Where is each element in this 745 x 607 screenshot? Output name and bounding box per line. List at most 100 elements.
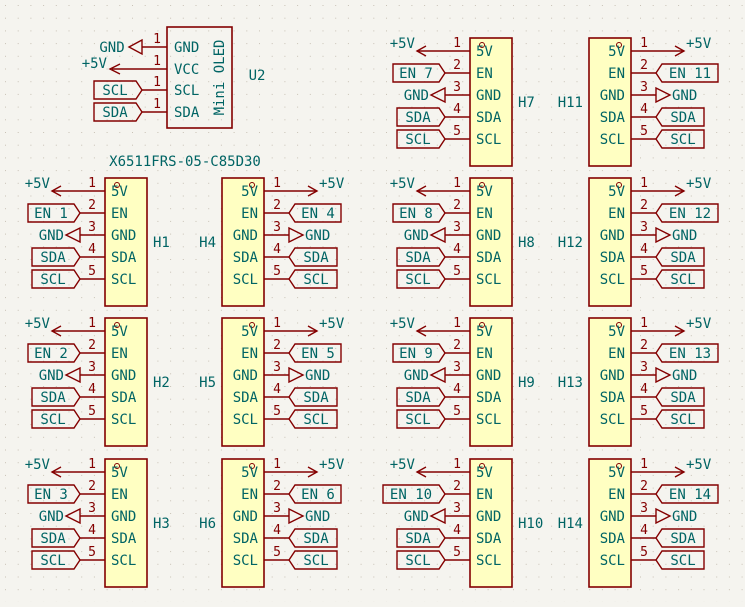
header-pin-name: SDA xyxy=(476,531,502,547)
header-pin-number: 1 xyxy=(88,176,96,191)
enable-label: EN 10 xyxy=(390,487,432,503)
power-label: +5V xyxy=(390,316,416,332)
header-pin-number: 5 xyxy=(273,264,281,279)
header-pin-name: 5V xyxy=(111,184,128,200)
header-ref: H8 xyxy=(518,235,535,251)
oled-net-label: SCL xyxy=(102,83,127,99)
ground-label: GND xyxy=(305,368,330,384)
header-pin-number: 5 xyxy=(88,264,96,279)
header-ref: H10 xyxy=(518,516,543,532)
header-pin-number: 1 xyxy=(453,176,461,191)
header-pin-name: EN xyxy=(476,487,493,503)
scl-label: SCL xyxy=(405,412,430,428)
power-label: +5V xyxy=(686,176,712,192)
sda-label: SDA xyxy=(303,250,329,266)
header-pin-name: 5V xyxy=(111,465,128,481)
header-pin-name: 5V xyxy=(476,324,493,340)
scl-label: SCL xyxy=(303,272,328,288)
scl-label: SCL xyxy=(405,132,430,148)
header-pin-number: 2 xyxy=(453,338,461,353)
header-pin-name: EN xyxy=(111,206,128,222)
header-pin-name: GND xyxy=(600,368,625,384)
header-pin-number: 4 xyxy=(640,523,648,538)
sda-label: SDA xyxy=(40,250,66,266)
sda-label: SDA xyxy=(670,250,696,266)
header-pin-name: SDA xyxy=(476,110,502,126)
power-label: +5V xyxy=(686,457,712,473)
header-pin-number: 2 xyxy=(88,338,96,353)
header-pin-name: GND xyxy=(600,509,625,525)
enable-label: EN 7 xyxy=(399,66,433,82)
header-pin-number: 3 xyxy=(453,360,461,375)
header-pin-name: EN xyxy=(241,487,258,503)
header-pin-number: 1 xyxy=(640,316,648,331)
header-pin-name: SCL xyxy=(600,412,625,428)
header-pin-name: GND xyxy=(233,509,258,525)
oled-pin-number: 1 xyxy=(153,54,161,69)
oled-pin-name: GND xyxy=(174,40,199,56)
scl-label: SCL xyxy=(405,553,430,569)
header-pin-name: 5V xyxy=(608,465,625,481)
ground-symbol xyxy=(431,228,445,242)
header-pin-number: 4 xyxy=(273,523,281,538)
header-pin-name: SDA xyxy=(600,250,626,266)
header-ref: H1 xyxy=(153,235,170,251)
header-pin-number: 5 xyxy=(453,545,461,560)
header-value-label: X6511FRS-05-C85D30 xyxy=(109,154,261,170)
power-label: +5V xyxy=(319,176,345,192)
ground-label: GND xyxy=(672,228,697,244)
header-pin-number: 1 xyxy=(453,457,461,472)
header-pin-number: 4 xyxy=(273,242,281,257)
header-pin-name: SDA xyxy=(600,531,626,547)
header-pin-name: SCL xyxy=(600,132,625,148)
header-pin-name: 5V xyxy=(476,184,493,200)
ground-label: GND xyxy=(39,228,64,244)
enable-label: EN 3 xyxy=(34,487,68,503)
header-pin-name: EN xyxy=(476,66,493,82)
header-pin-name: GND xyxy=(600,228,625,244)
power-label: +5V xyxy=(319,316,345,332)
sda-label: SDA xyxy=(670,110,696,126)
header-pin-number: 3 xyxy=(88,220,96,235)
header-pin-number: 5 xyxy=(88,545,96,560)
header-pin-name: SCL xyxy=(476,412,501,428)
sda-label: SDA xyxy=(405,390,431,406)
header-pin-name: GND xyxy=(233,368,258,384)
oled-pin-name: SDA xyxy=(174,105,200,121)
header-pin-number: 2 xyxy=(273,338,281,353)
header-pin-name: SDA xyxy=(476,390,502,406)
header-pin-number: 1 xyxy=(453,316,461,331)
ground-label: GND xyxy=(404,88,429,104)
oled-title: Mini OLED xyxy=(212,40,228,116)
sda-label: SDA xyxy=(40,390,66,406)
header-pin-name: 5V xyxy=(476,465,493,481)
header-pin-number: 2 xyxy=(640,58,648,73)
ground-label: GND xyxy=(39,368,64,384)
enable-label: EN 6 xyxy=(301,487,335,503)
ground-symbol xyxy=(289,228,303,242)
power-label: +5V xyxy=(25,457,51,473)
header-pin-name: 5V xyxy=(241,324,258,340)
header-pin-name: 5V xyxy=(608,184,625,200)
header-pin-name: SCL xyxy=(600,272,625,288)
header-pin-number: 1 xyxy=(640,176,648,191)
header-pin-name: EN xyxy=(476,206,493,222)
header-pin-name: SCL xyxy=(233,272,258,288)
header-ref: H7 xyxy=(518,95,535,111)
sda-label: SDA xyxy=(303,531,329,547)
scl-label: SCL xyxy=(303,553,328,569)
power-label: +5V xyxy=(319,457,345,473)
sda-label: SDA xyxy=(40,531,66,547)
sda-label: SDA xyxy=(405,531,431,547)
header-pin-number: 2 xyxy=(88,198,96,213)
enable-label: EN 5 xyxy=(301,346,335,362)
header-pin-name: EN xyxy=(241,206,258,222)
header-pin-number: 4 xyxy=(88,523,96,538)
ground-symbol xyxy=(289,509,303,523)
power-label: +5V xyxy=(390,176,416,192)
header-pin-name: SDA xyxy=(600,110,626,126)
header-pin-name: EN xyxy=(111,487,128,503)
